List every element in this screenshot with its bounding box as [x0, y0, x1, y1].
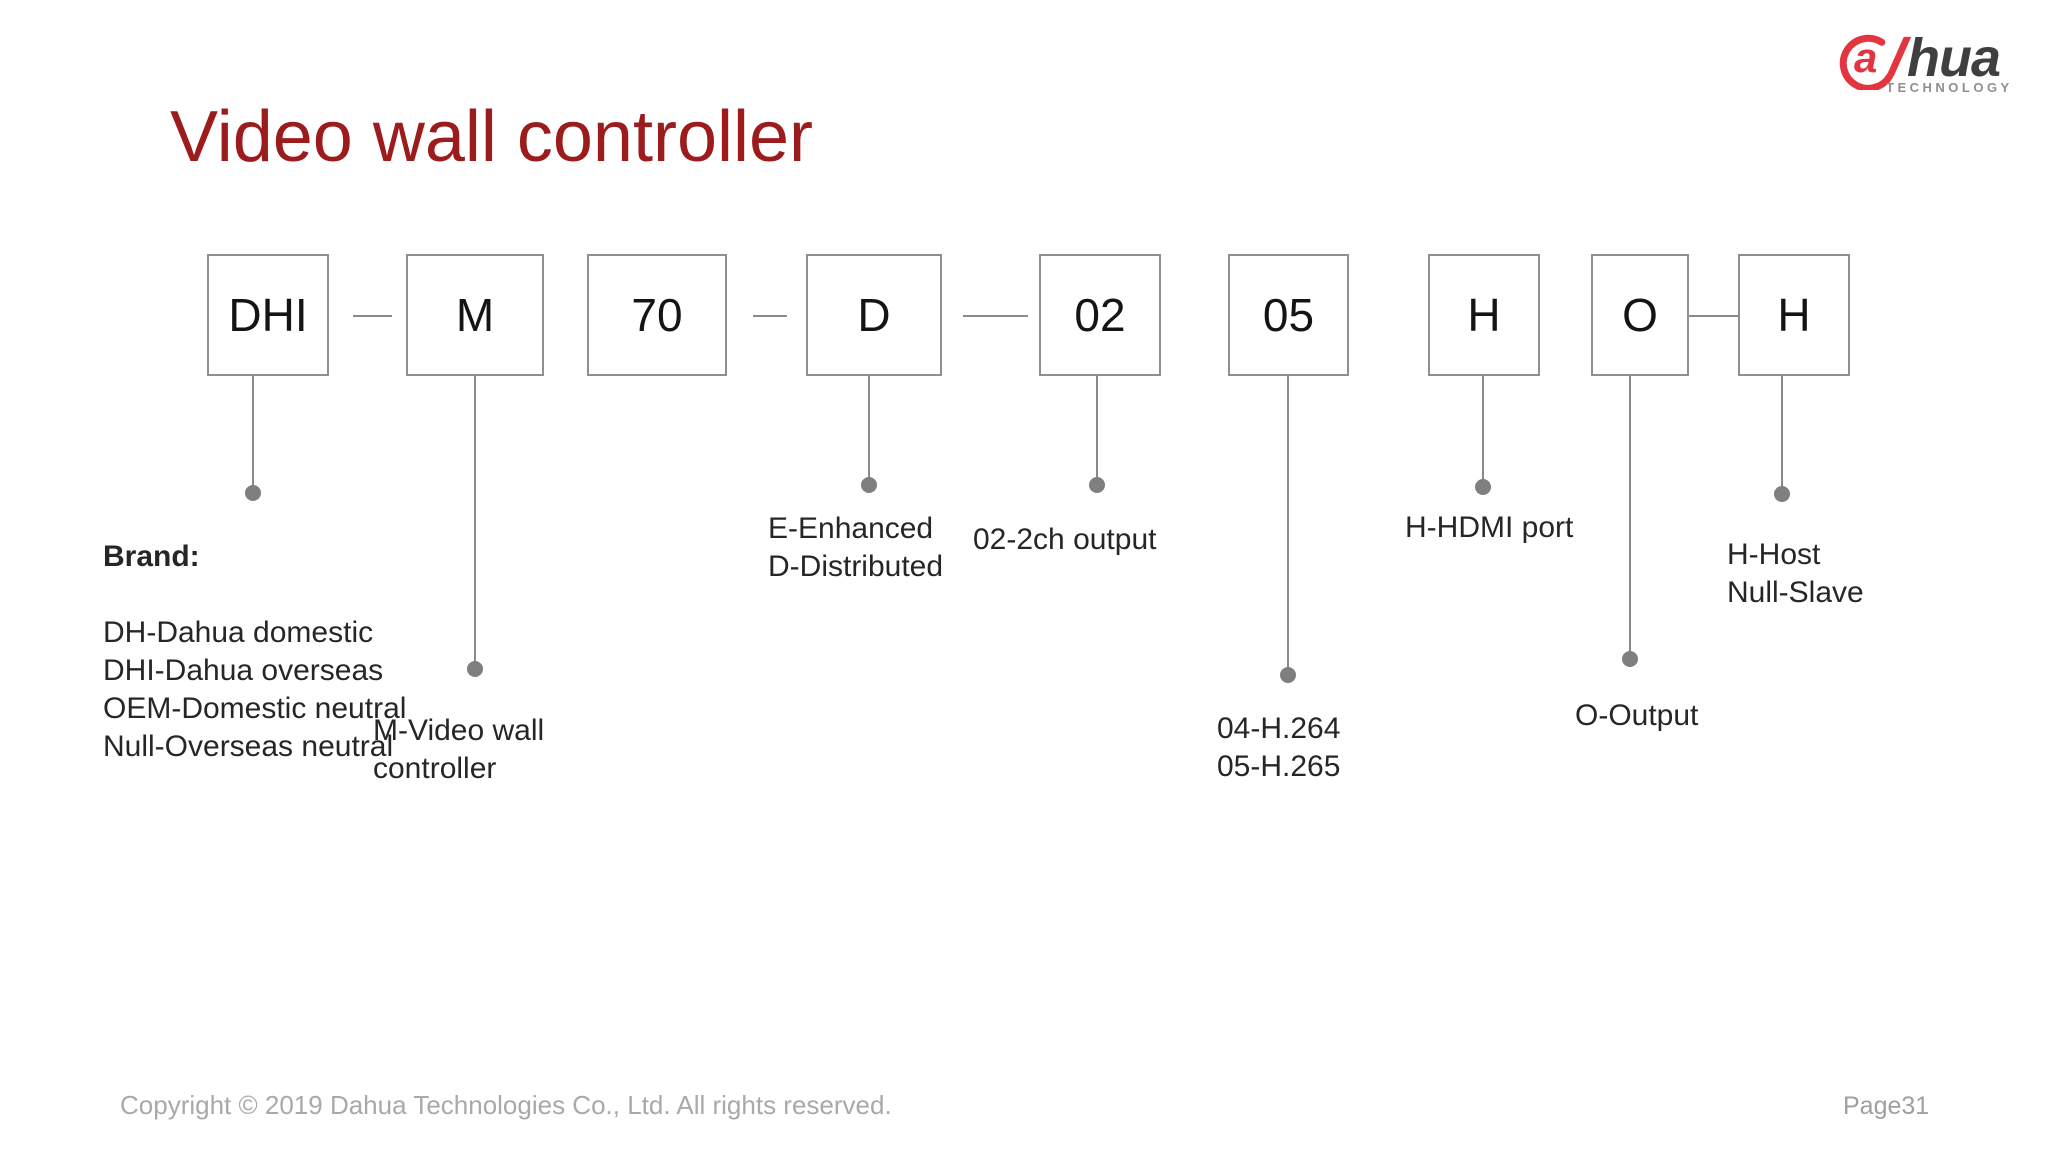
code-box-h2: H [1738, 254, 1850, 376]
connector-m [467, 376, 483, 677]
label-hdmi: H-HDMI port [1405, 511, 1574, 544]
connector-dot [467, 661, 483, 677]
code-box-o: O [1591, 254, 1689, 376]
connector-dot [861, 477, 877, 493]
logo-letter-a: a [1854, 34, 1878, 81]
dash-d-02 [963, 315, 1028, 317]
dahua-logo: a l hua TECHNOLOGY [1836, 28, 2036, 100]
label-02: 02-2ch output [973, 523, 1157, 556]
label-d: E-Enhanced D-Distributed [768, 512, 944, 583]
label-brand-lines: DH-Dahua domestic DHI-Dahua overseas OEM… [103, 616, 407, 763]
connector-05 [1280, 376, 1296, 683]
code-box-02: 02 [1039, 254, 1161, 376]
footer-copyright: Copyright © 2019 Dahua Technologies Co.,… [120, 1090, 892, 1120]
connector-dot [1774, 486, 1790, 502]
logo-tagline: TECHNOLOGY [1886, 80, 2013, 95]
label-host: H-Host Null-Slave [1727, 538, 1864, 609]
dash-70-d [753, 315, 787, 317]
connector-dot [245, 485, 261, 501]
connector-dot [1622, 651, 1638, 667]
code-box-70: 70 [587, 254, 727, 376]
logo-wordmark: a l hua [1836, 28, 2001, 90]
label-m: M-Video wall controller [373, 714, 545, 785]
label-output: O-Output [1575, 699, 1699, 732]
connector-dhi [245, 376, 261, 501]
code-box-05: 05 [1228, 254, 1349, 376]
dash-dhi-m [353, 315, 392, 317]
connector-h2 [1774, 376, 1790, 502]
logo-swirl-icon: a [1836, 28, 1902, 90]
connector-h [1475, 376, 1491, 495]
connector-o [1622, 376, 1638, 667]
code-box-dhi: DHI [207, 254, 329, 376]
label-brand: Brand: DH-Dahua domestic DHI-Dahua overs… [103, 500, 406, 804]
page-title: Video wall controller [170, 97, 814, 177]
connector-dot [1280, 667, 1296, 683]
code-box-m: M [406, 254, 544, 376]
connector-dot [1089, 477, 1105, 493]
connector-d [861, 376, 877, 493]
connector-02 [1089, 376, 1105, 493]
code-box-h: H [1428, 254, 1540, 376]
label-brand-heading: Brand: [103, 540, 200, 573]
logo-letters-hua: hua [1907, 28, 2001, 88]
label-codec: 04-H.264 05-H.265 [1217, 712, 1341, 783]
code-box-d: D [806, 254, 942, 376]
line-o-h [1689, 315, 1738, 317]
page-number: Page31 [1843, 1092, 1930, 1120]
connector-dot [1475, 479, 1491, 495]
